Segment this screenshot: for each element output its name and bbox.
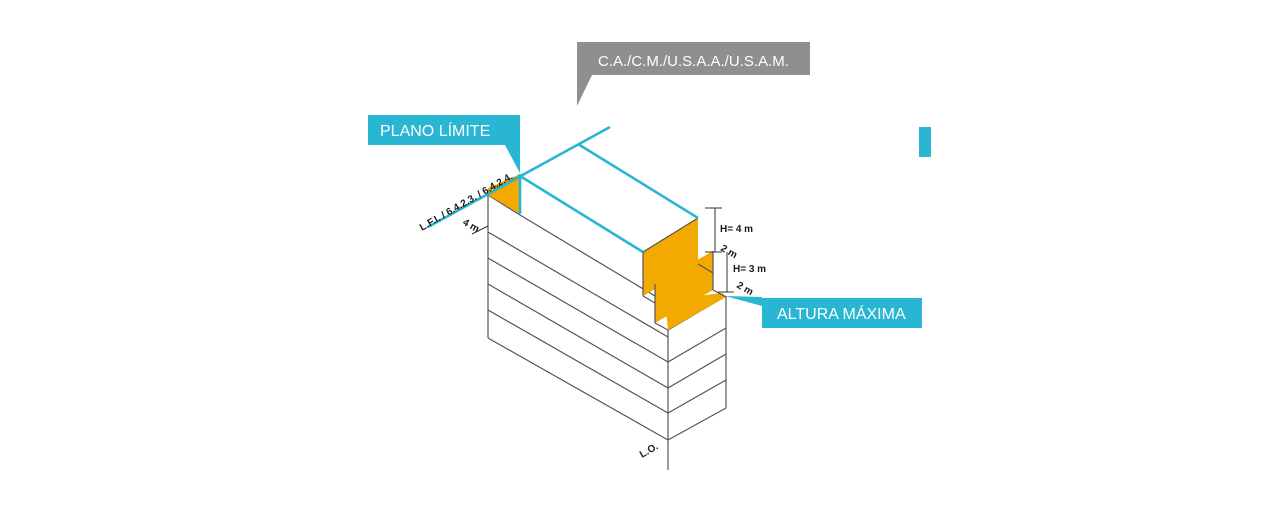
altura-maxima-callout [725, 296, 922, 328]
top-callout-box [577, 42, 810, 106]
step-upper-label: 2 m [719, 243, 740, 261]
altura-maxima-text: ALTURA MÁXIMA [777, 304, 906, 323]
orange-face-upper [643, 218, 698, 296]
plano-limite-text: PLANO LÍMITE [380, 121, 490, 140]
height-lower-label: H= 3 m [733, 264, 766, 275]
step-lower-label: 2 m [735, 280, 756, 298]
dimension-lines [471, 207, 734, 293]
plano-limite-callout [368, 115, 520, 173]
cyan-marker [919, 127, 931, 157]
step-lines [642, 217, 727, 331]
setback-front-label: 4 m [461, 217, 482, 235]
lo-label: L.O. [638, 441, 661, 460]
height-upper-label: H= 4 m [720, 224, 753, 235]
plano-limite-plane [427, 125, 699, 254]
top-callout-text: C.A./C.M./U.S.A.A./U.S.A.M. [598, 53, 789, 70]
orange-face-small [488, 174, 520, 214]
orange-face-lower [665, 293, 726, 330]
orange-faces [488, 174, 726, 330]
